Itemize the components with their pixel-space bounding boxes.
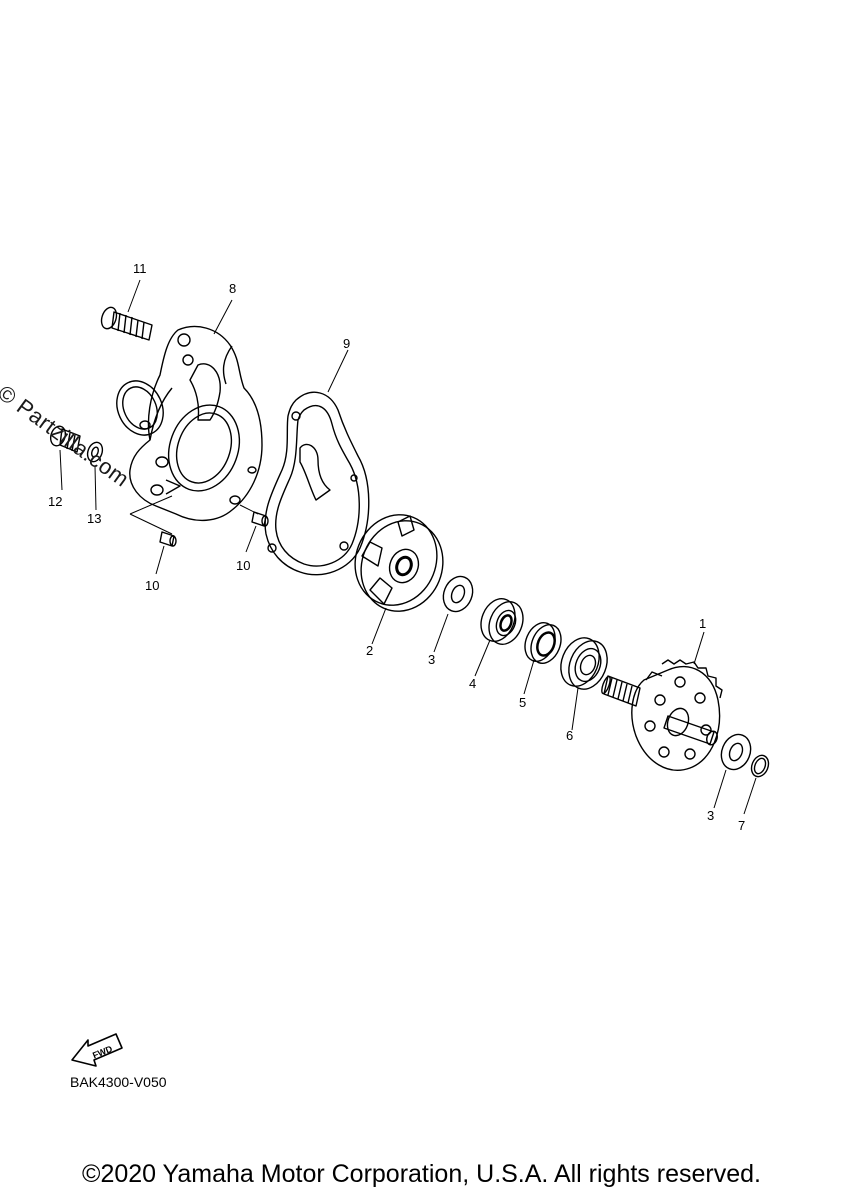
impeller-shaft-part-1[interactable] [600, 659, 723, 771]
copyright-notice: ©2020 Yamaha Motor Corporation, U.S.A. A… [82, 1160, 761, 1188]
leader-lines [59, 279, 757, 815]
bolt-part-12[interactable] [48, 424, 81, 453]
washer-part-3-left[interactable] [438, 572, 477, 616]
gasket-part-9[interactable] [264, 391, 370, 576]
alignment-lines [129, 495, 259, 535]
callout-3-right[interactable]: 3 [707, 808, 714, 823]
o-ring[interactable] [108, 373, 172, 442]
callout-3-left[interactable]: 3 [428, 652, 435, 667]
callout-10-upper[interactable]: 10 [236, 558, 250, 573]
flange-bolt-part-11[interactable] [99, 305, 153, 341]
circlip-part-7[interactable] [748, 753, 771, 779]
callout-8[interactable]: 8 [229, 281, 236, 296]
callout-7[interactable]: 7 [738, 818, 745, 833]
callout-2[interactable]: 2 [366, 643, 373, 658]
callout-6[interactable]: 6 [566, 728, 573, 743]
washer-part-3-right[interactable] [716, 730, 755, 774]
callout-11[interactable]: 11 [133, 261, 147, 276]
callout-4[interactable]: 4 [469, 676, 476, 691]
dowel-pin-part-10-lower[interactable] [159, 531, 177, 547]
callout-13[interactable]: 13 [87, 511, 101, 526]
callout-labels: 11 8 9 12 13 10 10 2 3 4 5 6 1 3 7 [48, 261, 745, 833]
oil-seal-part-4[interactable] [475, 594, 529, 650]
bearing-part-6[interactable] [554, 632, 614, 695]
water-pump-housing-part-8[interactable] [129, 325, 263, 521]
fwd-direction-arrow: FWD [71, 1033, 123, 1067]
impeller-part-2[interactable] [342, 502, 457, 623]
callout-5[interactable]: 5 [519, 695, 526, 710]
callout-10-lower[interactable]: 10 [145, 578, 159, 593]
fwd-label: FWD [91, 1043, 114, 1060]
callout-1[interactable]: 1 [699, 616, 706, 631]
diagram-code: BAK4300-V050 [70, 1074, 167, 1090]
callout-9[interactable]: 9 [343, 336, 350, 351]
callout-12[interactable]: 12 [48, 494, 62, 509]
oil-seal-part-5[interactable] [520, 618, 567, 668]
washer-part-13[interactable] [85, 440, 105, 464]
